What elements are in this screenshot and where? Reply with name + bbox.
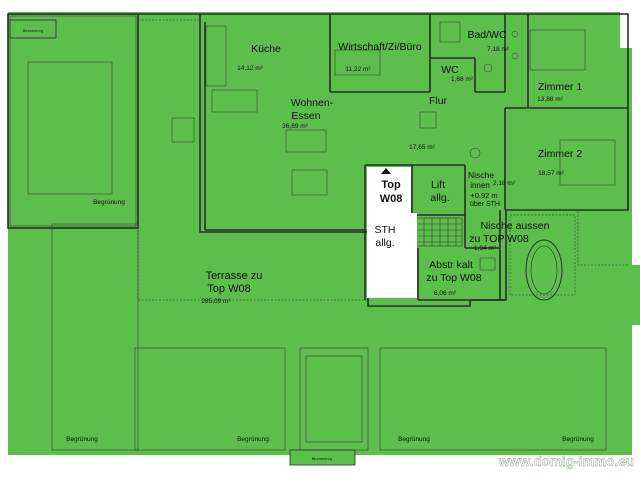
label-nische-innen-4: über STH (470, 201, 500, 208)
label-kueche: Küche (251, 43, 281, 55)
label-begruenung-1: Begrünung (93, 199, 125, 206)
area-abstr: 6,06 m² (434, 290, 457, 297)
label-flur: Flur (429, 95, 448, 107)
label-nische-innen-3: +0,92 m (470, 191, 497, 200)
label-lift-2: allg. (430, 192, 449, 204)
blumentrog-top-box (9, 19, 57, 39)
area-badwc: 7,18 m² (487, 46, 510, 53)
label-begruenung-4: Begrünung (398, 436, 430, 443)
area-zimmer1: 13,88 m² (537, 96, 563, 103)
area-zimmer2: 18,57 m² (538, 170, 564, 177)
area-kueche: 14,12 m² (237, 65, 263, 72)
label-begruenung-3: Begrünung (237, 436, 269, 443)
label-nische-innen-1: Nische (468, 170, 494, 180)
label-begruenung-5: Begrünung (562, 436, 594, 443)
top-entry-zone (367, 167, 411, 213)
stair-arrow-icon (381, 168, 391, 174)
label-wirtschaft: Wirtschaft/Zi/Büro (338, 41, 422, 53)
whirlpool-icon (525, 239, 563, 301)
label-top-1: Top (381, 179, 401, 191)
label-wc: WC (441, 64, 459, 76)
label-lift-1: Lift (431, 179, 445, 191)
staircase (415, 217, 463, 247)
label-sth-2: allg. (375, 237, 394, 249)
area-terrasse: 285,09 m² (201, 298, 231, 305)
label-wohnen-2: Essen (291, 110, 320, 122)
label-begruenung-2: Begrünung (66, 436, 98, 443)
label-blumentrog-top: Blumentrog (23, 28, 43, 33)
sth-zone (367, 213, 417, 298)
label-badwc: Bad/WC (467, 29, 507, 41)
label-nische-innen-2: innen (470, 181, 490, 190)
area-wirtschaft: 11,22 m² (345, 66, 371, 73)
label-zimmer2: Zimmer 2 (538, 148, 582, 160)
label-zimmer1: Zimmer 1 (538, 81, 582, 93)
area-wohnen: 36,69 m² (282, 123, 308, 130)
label-nische-aussen-1: Nische aussen (481, 220, 550, 232)
label-abstr-1: Abstr kalt (429, 259, 473, 271)
label-abstr-2: zu Top W08 (426, 272, 481, 284)
watermark-text: www.domig-immo.eu (498, 454, 634, 469)
area-nische-aussen: 1,94 m² (474, 245, 497, 252)
label-nische-aussen-2: zu TOP W08 (469, 233, 529, 245)
furniture (171, 21, 616, 271)
area-wc: 1,68 m² (451, 76, 474, 83)
label-terrasse-2: Top W08 (207, 283, 250, 295)
label-nische-innen-area: 2,18 m² (493, 180, 516, 187)
label-sth-1: STH (375, 224, 396, 236)
label-terrasse-1: Terrasse zu (206, 270, 263, 282)
label-blumentrog-bottom: Blumentrog (312, 456, 332, 461)
area-flur: 17,65 m² (409, 144, 435, 151)
label-top-2: W08 (380, 193, 403, 205)
floor-area (8, 12, 632, 464)
label-wohnen-1: Wohnen- (291, 97, 334, 109)
